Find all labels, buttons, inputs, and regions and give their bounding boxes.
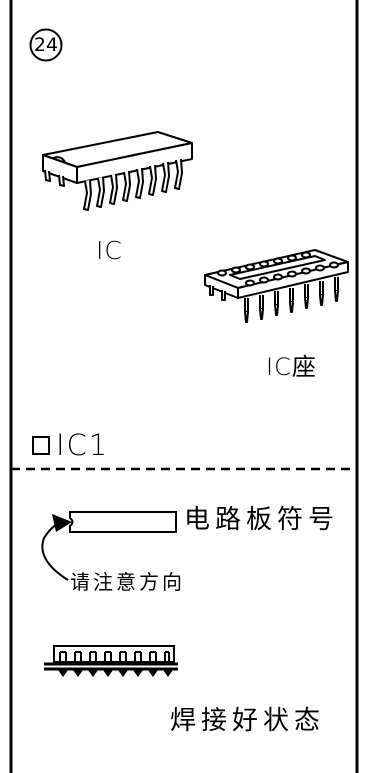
ic-socket-label: IC座 — [266, 353, 317, 381]
orientation-arrow — [41, 521, 69, 581]
solder-joints — [58, 670, 173, 677]
solder-state-label: 焊接好状态 — [170, 706, 326, 736]
arrow-head-icon — [52, 514, 72, 532]
checklist-item-label: IC1 — [56, 427, 110, 462]
ic-chip-drawing — [42, 131, 193, 211]
soldered-ic-drawing — [44, 645, 178, 677]
pcb-symbol-label: 电路板符号 — [184, 505, 340, 535]
step-number: 24 — [33, 34, 59, 56]
step-number-circle — [29, 28, 63, 62]
orientation-note: 请注意方向 — [70, 570, 185, 594]
ic-socket-drawing — [204, 249, 349, 323]
ic-label: IC — [96, 236, 123, 265]
checkbox[interactable] — [32, 435, 50, 455]
pcb-outline — [69, 511, 177, 533]
pcb-symbol-drawing — [41, 511, 177, 581]
checklist-item[interactable]: IC1 — [32, 429, 109, 461]
